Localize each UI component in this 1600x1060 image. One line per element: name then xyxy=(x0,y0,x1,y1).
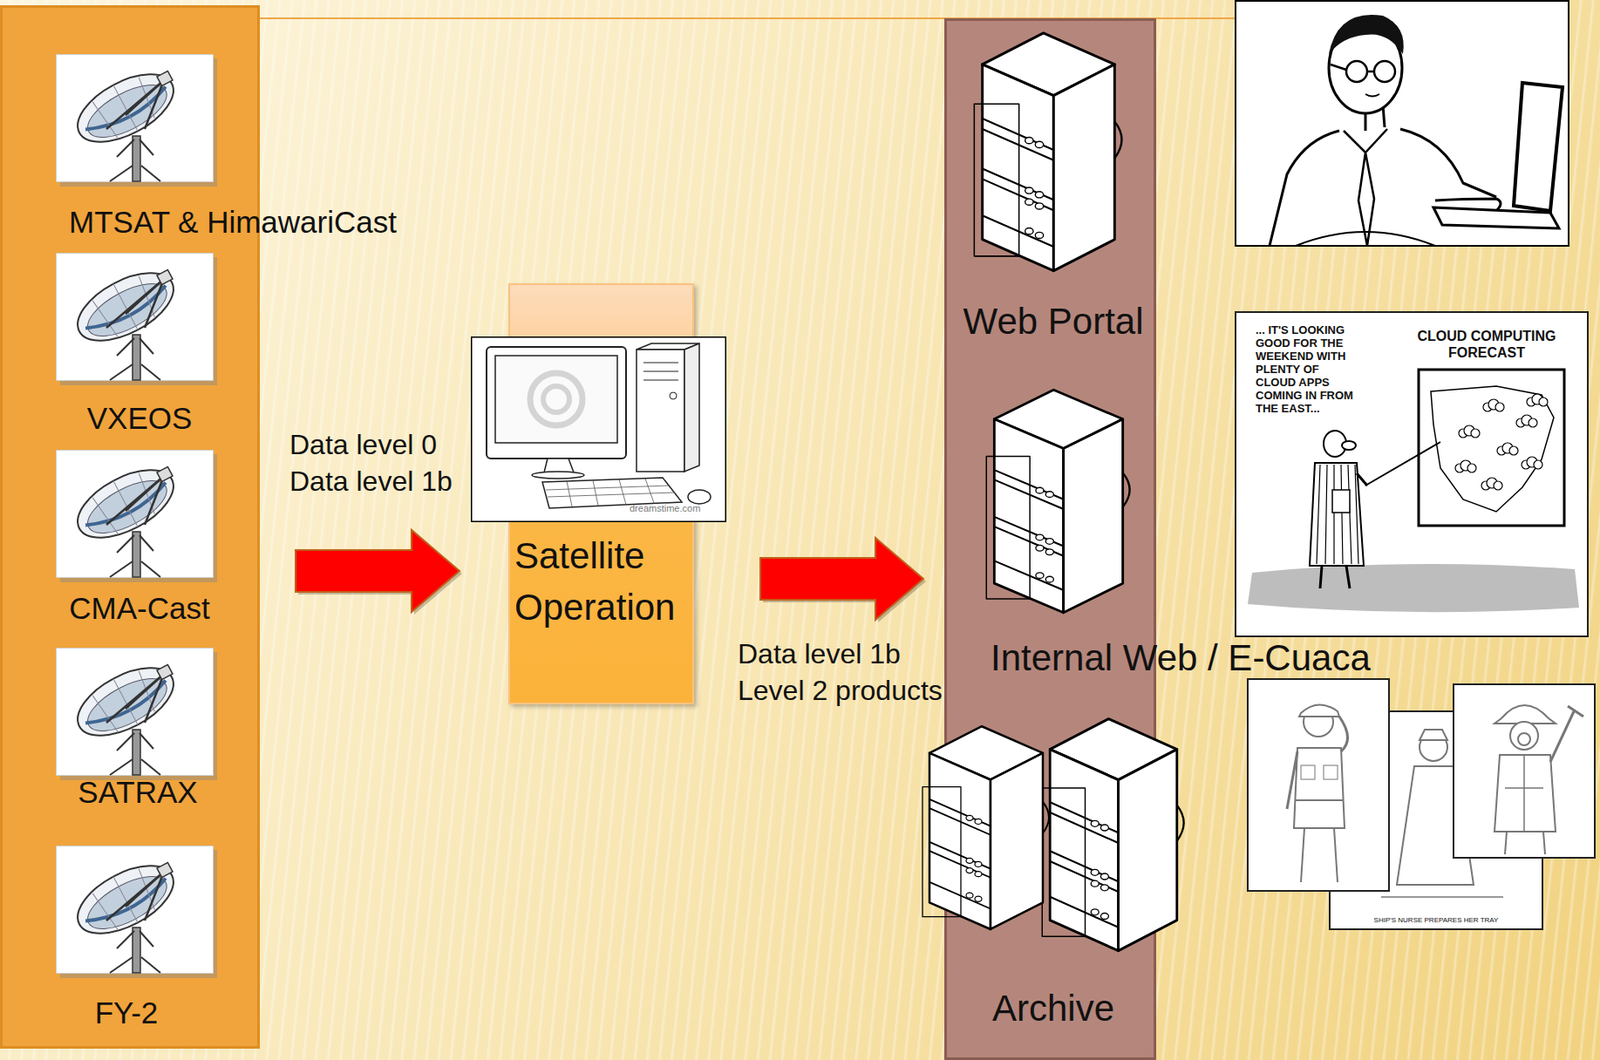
computer-picture xyxy=(470,336,727,523)
station-label: SATRAX xyxy=(77,774,198,811)
process-box: Satellite Operation xyxy=(508,283,695,705)
server-rack xyxy=(1040,708,1187,954)
station-label: MTSAT & HimawariCast xyxy=(68,204,397,241)
server-label: Archive xyxy=(992,987,1115,1030)
server-label: Web Portal xyxy=(963,300,1144,343)
server-label: Internal Web / E-Cuaca xyxy=(990,637,1371,680)
antenna-panel: MTSAT & HimawariCastVXEOSCMA-CastSATRAXF… xyxy=(0,5,260,1049)
picture-caption: SHIP'S NURSE PREPARES HER TRAY xyxy=(1374,916,1499,926)
edge-label: Data level 1b Level 2 products xyxy=(737,636,948,709)
satellite-dish xyxy=(55,647,218,781)
flow-arrow xyxy=(760,537,926,623)
cartoon-title: CLOUD COMPUTING FORECAST xyxy=(1409,327,1565,361)
firefighter-picture xyxy=(1452,683,1596,859)
server-rack xyxy=(920,717,1052,932)
process-label: Satellite Operation xyxy=(514,530,694,634)
speech-bubble-text: ... IT'S LOOKING GOOD FOR THE WEEKEND WI… xyxy=(1255,323,1362,416)
satellite-dish xyxy=(55,449,218,583)
flow-arrow xyxy=(295,530,463,615)
station-label: CMA-Cast xyxy=(68,590,210,627)
edge-label: Data level 0 Data level 1b xyxy=(289,427,458,500)
satellite-dish xyxy=(55,252,218,386)
arrow-body xyxy=(295,530,460,613)
watermark: dreamstime.com xyxy=(629,503,701,515)
station-label: FY-2 xyxy=(95,994,159,1032)
server-band: Web PortalInternal Web / E-CuacaArchive xyxy=(944,18,1157,1060)
satellite-dish xyxy=(55,845,218,979)
soldier-picture xyxy=(1246,678,1390,892)
server-rack xyxy=(984,380,1133,615)
arrow-body xyxy=(760,537,924,620)
server-rack xyxy=(972,22,1125,273)
station-label: VXEOS xyxy=(87,400,193,437)
user-at-laptop-picture xyxy=(1234,0,1570,247)
satellite-dish xyxy=(55,54,218,187)
